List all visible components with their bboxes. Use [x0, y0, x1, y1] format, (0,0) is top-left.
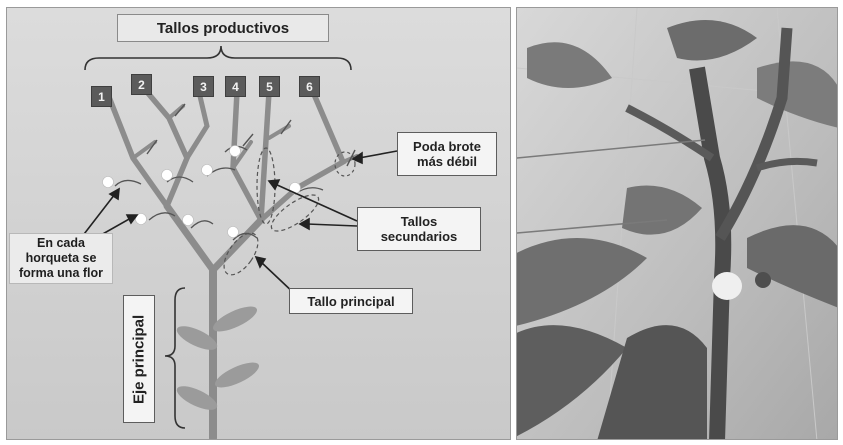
title-bracket	[85, 46, 351, 70]
stem-number-4: 4	[225, 76, 246, 97]
leaf	[210, 302, 260, 337]
stem-5	[261, 92, 269, 220]
stem-number-1: 1	[91, 86, 112, 107]
stem-6	[261, 92, 343, 220]
stem-number-3: 3	[193, 76, 214, 97]
main-axis-label: Eje principal	[123, 295, 155, 423]
stem-number-6: 6	[299, 76, 320, 97]
stem-number-5: 5	[259, 76, 280, 97]
plant-photo-illustration	[517, 8, 838, 440]
plant-photo	[516, 7, 838, 440]
callout-arrows	[81, 151, 397, 296]
leaf	[212, 358, 262, 393]
pruning-diagram-panel: Tallos productivos 1 2 3 4 5 6 Poda brot…	[6, 7, 511, 440]
stem-3	[187, 92, 207, 158]
main-stem-callout: Tallo principal	[289, 288, 413, 314]
flower-callout: En cada horqueta se forma una flor	[9, 233, 113, 284]
flower-bud	[755, 272, 771, 288]
stem-number-2: 2	[131, 74, 152, 95]
main-axis-bracket	[165, 288, 185, 428]
secondary-stem-right	[213, 220, 261, 270]
diagram-title: Tallos productivos	[117, 14, 329, 42]
prune-callout: Poda brote más débil	[397, 132, 497, 176]
secondary-stems-callout: Tallos secundarios	[357, 207, 481, 251]
flower	[712, 272, 742, 300]
pruned-shoot	[133, 142, 155, 158]
pruned-shoot	[169, 106, 183, 118]
